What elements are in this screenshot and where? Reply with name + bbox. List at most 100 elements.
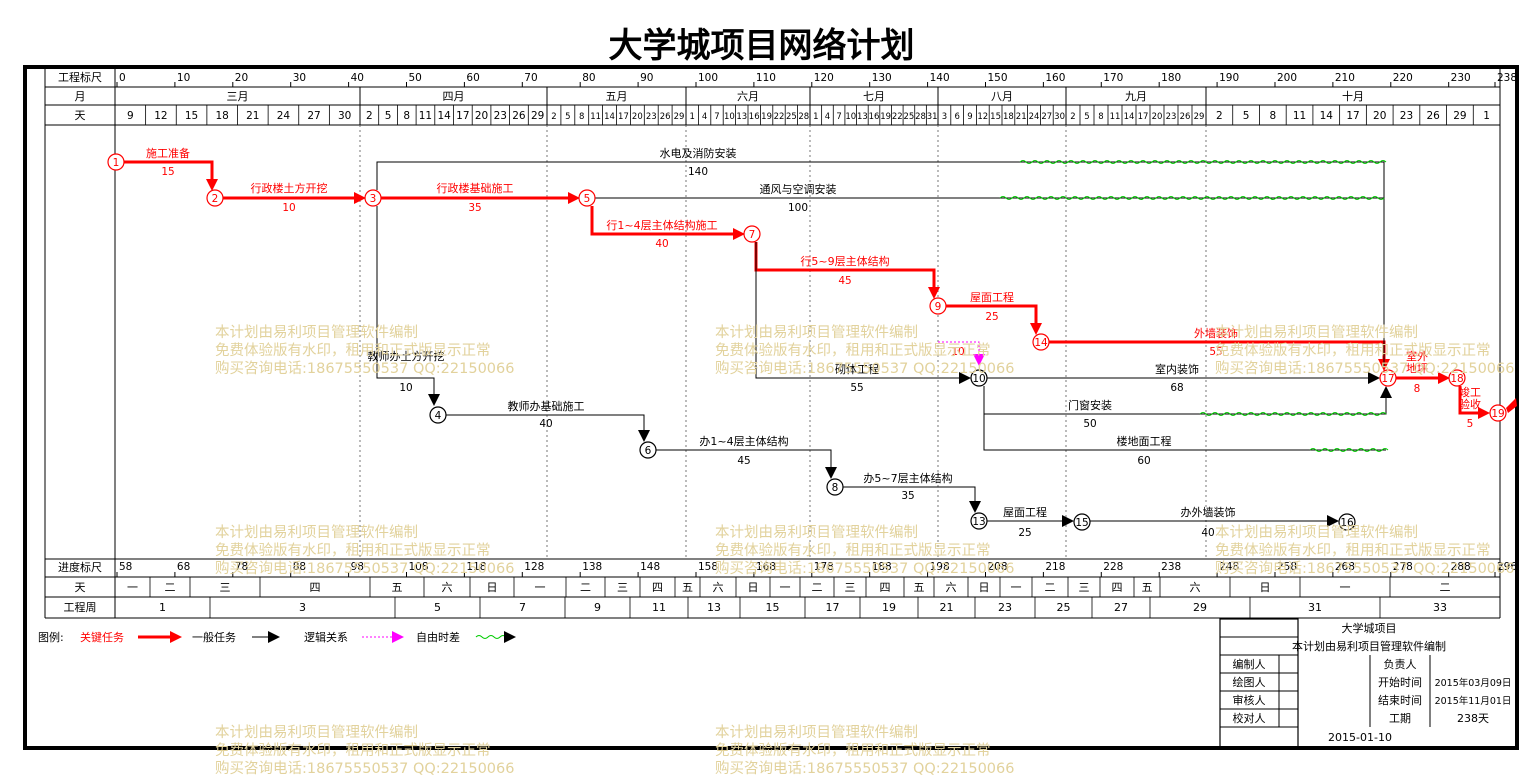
info-label: 校对人: [1233, 711, 1266, 725]
day-label: 25: [903, 112, 914, 122]
task-duration: 55: [1209, 346, 1222, 358]
legend-critical-arrow: [170, 631, 182, 643]
info-value: 238天: [1457, 712, 1489, 725]
progress-tick-label: 248: [1219, 561, 1239, 573]
weekday-label: 六: [713, 581, 724, 594]
week-label: 29: [1193, 601, 1207, 614]
weekday-label: 一: [535, 581, 546, 594]
node-number: 9: [935, 301, 942, 313]
node-number: 7: [749, 229, 756, 241]
arrowhead: [638, 430, 650, 442]
day-label: 10: [845, 112, 856, 122]
weekday-label: 六: [1190, 581, 1201, 594]
task-duration: 40: [539, 418, 552, 430]
row-label-progress: 进度标尺: [58, 560, 102, 574]
ruler-tick-label: 140: [930, 72, 950, 84]
day-label: 17: [1346, 110, 1359, 122]
legend-logic-label: 逻辑关系: [304, 630, 348, 644]
arrowhead: [428, 394, 440, 406]
legend-logic-arrow: [392, 631, 404, 643]
task-name: 室外: [1406, 349, 1428, 363]
legend-normal-label: 一般任务: [192, 631, 236, 644]
task-duration: 35: [468, 202, 481, 214]
weekday-label: 一: [1340, 581, 1351, 594]
node-number: 10: [972, 373, 985, 385]
day-label: 14: [604, 112, 615, 122]
ruler-tick-label: 190: [1219, 72, 1239, 84]
info-project: 大学城项目: [1342, 621, 1397, 635]
progress-tick-label: 178: [814, 561, 834, 573]
day-label: 5: [1243, 110, 1250, 122]
day-label: 29: [531, 110, 544, 122]
task-name: 地坪: [1406, 362, 1428, 375]
day-label: 23: [1400, 110, 1413, 122]
progress-tick-label: 188: [872, 561, 892, 573]
weekday-label: 四: [880, 581, 891, 594]
ruler-tick-label: 170: [1103, 72, 1123, 84]
day-label: 26: [660, 112, 671, 122]
ruler-tick-label: 90: [640, 72, 653, 84]
day-label: 24: [1029, 112, 1040, 122]
task-arrow-1-2: [124, 160, 214, 186]
weekday-label: 四: [1112, 581, 1123, 594]
month-label: 十月: [1342, 89, 1364, 103]
day-label: 26: [512, 110, 526, 122]
arrowhead: [928, 287, 940, 299]
node-number: 17: [1381, 373, 1394, 385]
weekday-label: 五: [682, 581, 693, 594]
task-duration: 10: [282, 202, 295, 214]
task-name: 外墙装饰: [1194, 326, 1238, 340]
ruler-tick-label: 60: [466, 72, 479, 84]
arrowhead: [354, 192, 366, 204]
info-label: 工期: [1389, 712, 1411, 725]
weekday-label: 二: [580, 581, 591, 594]
legend-wave: [475, 635, 507, 639]
node-number: 2: [212, 193, 219, 205]
task-duration: 100: [788, 202, 808, 214]
week-label: 23: [998, 601, 1012, 614]
ruler-tick-label: 150: [987, 72, 1007, 84]
day-label: 14: [1124, 112, 1135, 122]
day-label: 12: [977, 112, 988, 122]
day-label: 11: [419, 110, 432, 122]
progress-tick-label: 238: [1161, 561, 1181, 573]
progress-tick-label: 278: [1393, 561, 1413, 573]
day-label: 26: [1426, 110, 1440, 122]
ruler-tick-label: 210: [1335, 72, 1355, 84]
month-label: 八月: [991, 90, 1013, 103]
day-label: 2: [1070, 112, 1075, 122]
node-number: 5: [584, 193, 591, 205]
weekday-label: 日: [1260, 581, 1271, 594]
day-label: 25: [786, 112, 797, 122]
arrowhead: [1380, 386, 1392, 398]
network-node-1: [107, 153, 125, 171]
progress-tick-label: 268: [1335, 561, 1355, 573]
task-duration: 35: [901, 490, 914, 502]
task-name: 竣工: [1459, 385, 1481, 399]
arrowhead: [1478, 407, 1490, 419]
task-name: 屋面工程: [970, 291, 1014, 304]
task-name: 通风与空调安装: [760, 182, 837, 196]
day-label: 16: [869, 112, 880, 122]
network-node-5: [578, 189, 596, 207]
task-arrow-6-8: [656, 449, 832, 473]
ruler-tick-label: 10: [177, 72, 190, 84]
arrowhead: [969, 501, 981, 513]
weekday-label: 四: [652, 581, 663, 594]
day-label: 13: [857, 112, 868, 122]
legend-title: 图例:: [38, 630, 64, 644]
month-label: 九月: [1125, 90, 1147, 103]
weekday-label: 日: [748, 581, 759, 594]
ruler-tick-label: 230: [1451, 72, 1471, 84]
row-label-month: 月: [75, 90, 86, 103]
day-label: 3: [942, 112, 947, 122]
network-node-19: [1489, 404, 1507, 422]
task-duration: 15: [161, 166, 174, 178]
arrowhead: [1030, 323, 1042, 335]
task-arrow-3-4: [376, 206, 435, 400]
task-name: 行政楼基础施工: [437, 181, 514, 195]
task-name: 施工准备: [146, 146, 190, 160]
day-label: 5: [1084, 112, 1089, 122]
week-label: 21: [940, 601, 954, 614]
info-table: [1219, 618, 1299, 749]
